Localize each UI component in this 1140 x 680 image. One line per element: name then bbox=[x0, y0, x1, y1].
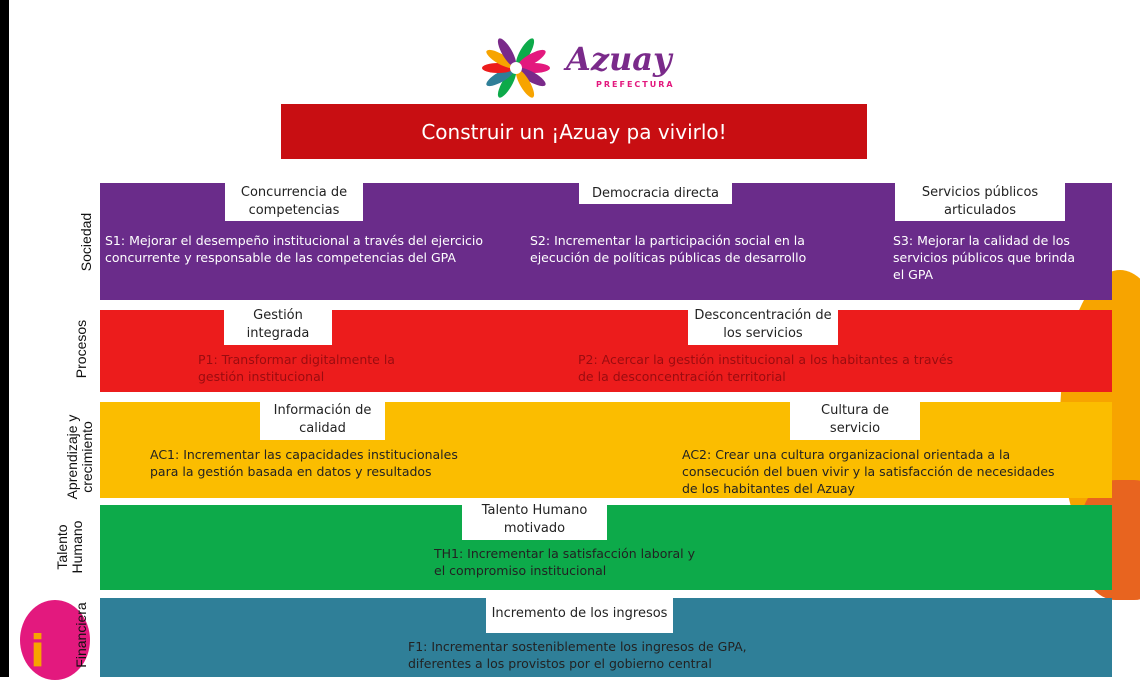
tag-democracia: Democracia directa bbox=[579, 183, 732, 204]
label-financiera: Financiera bbox=[72, 602, 89, 668]
tag-servicios: Servicios públicos articulados bbox=[895, 183, 1065, 221]
label-aprendizaje: Aprendizaje y crecimiento bbox=[64, 414, 95, 500]
objective-ac1: AC1: Incrementar las capacidades institu… bbox=[150, 447, 458, 479]
label-procesos: Procesos bbox=[72, 319, 89, 379]
flower-logo-icon bbox=[482, 38, 550, 98]
tag-informacion-calidad: Información de calidad bbox=[260, 400, 385, 440]
tag-desconcentracion: Desconcentración de los servicios bbox=[688, 305, 838, 345]
objective-f1: F1: Incrementar sosteniblemente los ingr… bbox=[408, 639, 747, 671]
band-sociedad: Concurrencia de competencias Democracia … bbox=[100, 183, 1112, 300]
label-talento: Talento Humano bbox=[54, 520, 85, 574]
objective-th1: TH1: Incrementar la satisfacción laboral… bbox=[434, 546, 696, 578]
band-financiera: Incremento de los ingresos F1: Increment… bbox=[100, 595, 1112, 677]
logo-brand-text: Azuay bbox=[566, 40, 672, 78]
objective-s3: S3: Mejorar la calidad de los servicios … bbox=[893, 233, 1076, 282]
objective-ac2: AC2: Crear una cultura organizacional or… bbox=[682, 447, 1055, 496]
objective-s1: S1: Mejorar el desempeño institucional a… bbox=[105, 233, 484, 265]
page-title: Construir un ¡Azuay pa vivirlo! bbox=[281, 104, 867, 159]
tag-concurrencia: Concurrencia de competencias bbox=[225, 183, 363, 221]
tag-incremento-ingresos: Incremento de los ingresos bbox=[486, 595, 673, 633]
objective-s2: S2: Incrementar la participación social … bbox=[530, 233, 807, 265]
tag-cultura-servicio: Cultura de servicio bbox=[790, 400, 920, 440]
left-border-bar bbox=[0, 0, 9, 677]
decorative-pink-shape bbox=[20, 600, 90, 680]
decorative-letter-i: i bbox=[30, 626, 46, 677]
logo-sub-text: PREFECTURA bbox=[596, 80, 675, 89]
band-aprendizaje: Información de calidad Cultura de servic… bbox=[100, 400, 1112, 498]
label-sociedad: Sociedad bbox=[77, 212, 94, 272]
tag-gestion-integrada: Gestión integrada bbox=[224, 305, 332, 345]
band-procesos: Gestión integrada Desconcentración de lo… bbox=[100, 305, 1112, 392]
objective-p1: P1: Transformar digitalmente la gestión … bbox=[198, 352, 395, 384]
objective-p2: P2: Acercar la gestión institucional a l… bbox=[578, 352, 954, 384]
tag-talento-motivado: Talento Humano motivado bbox=[462, 500, 607, 540]
prefectura-logo: Azuay PREFECTURA bbox=[478, 36, 708, 98]
band-talento: Talento Humano motivado TH1: Incrementar… bbox=[100, 500, 1112, 590]
